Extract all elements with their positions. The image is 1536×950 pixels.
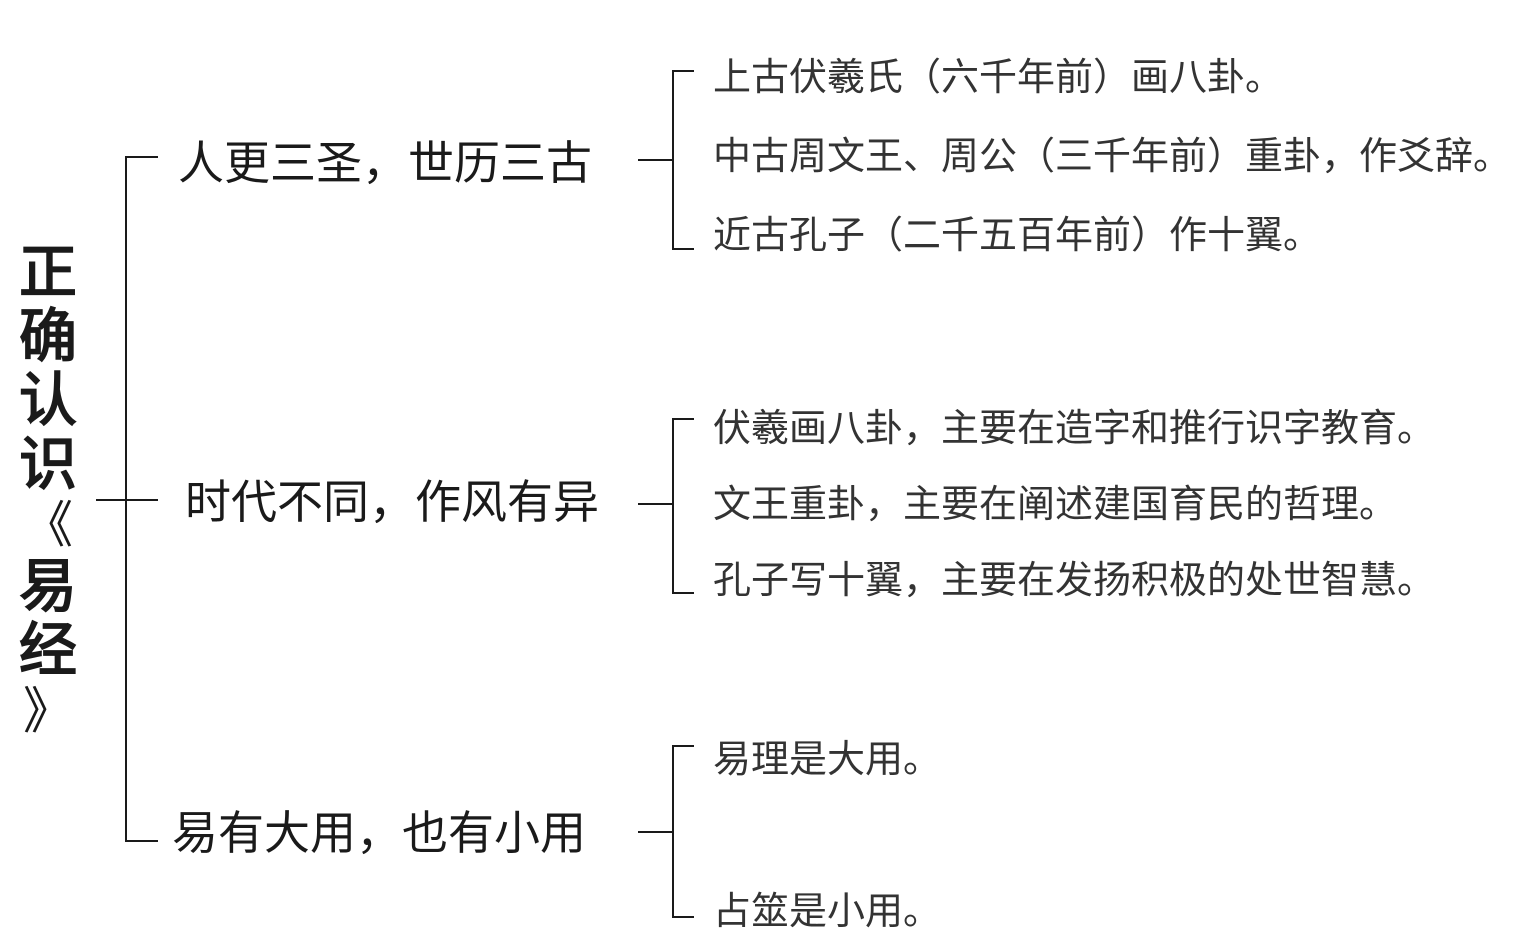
root-title-char: 正 xyxy=(18,238,77,306)
root-title-char: 经 xyxy=(18,616,77,684)
leaf-item: 易理是大用。 xyxy=(713,737,942,781)
branch-connector-line xyxy=(125,499,158,501)
branch-connector-line xyxy=(125,156,158,158)
leaf-tick xyxy=(672,418,694,420)
root-title-char: 》 xyxy=(23,682,73,740)
leaf-connector-line xyxy=(638,503,673,505)
root-title-char: 易 xyxy=(18,552,77,620)
leaf-tick xyxy=(672,70,694,72)
leaf-item: 近古孔子（二千五百年前）作十翼。 xyxy=(713,213,1322,257)
leaf-tick xyxy=(672,592,694,594)
root-title-char: 确 xyxy=(18,302,77,370)
branch-label: 人更三圣，世历三古 xyxy=(178,136,592,190)
root-title-char: 认 xyxy=(18,366,77,434)
leaf-tick xyxy=(672,248,694,250)
branch-label: 易有大用，也有小用 xyxy=(172,806,586,860)
leaf-item: 中古周文王、周公（三千年前）重卦，作爻辞。 xyxy=(713,134,1512,178)
branch-label: 时代不同，作风有异 xyxy=(185,475,599,529)
root-connector-line xyxy=(96,499,126,501)
leaf-vertical-bracket xyxy=(672,70,674,250)
leaf-tick xyxy=(672,745,694,747)
leaf-item: 文王重卦，主要在阐述建国育民的哲理。 xyxy=(713,482,1398,526)
leaf-item: 上古伏羲氏（六千年前）画八卦。 xyxy=(713,55,1284,99)
root-title-char: 识 xyxy=(18,430,77,498)
leaf-item: 伏羲画八卦，主要在造字和推行识字教育。 xyxy=(713,406,1436,450)
leaf-vertical-bracket xyxy=(672,418,674,594)
leaf-connector-line xyxy=(638,831,673,833)
leaf-vertical-bracket xyxy=(672,745,674,918)
leaf-tick xyxy=(672,916,694,918)
leaf-item: 占筮是小用。 xyxy=(713,889,942,933)
root-title: 正 确 认 识 《 易 经 》 xyxy=(12,240,84,740)
leaf-connector-line xyxy=(638,159,673,161)
leaf-item: 孔子写十翼，主要在发扬积极的处世智慧。 xyxy=(713,558,1436,602)
branch-connector-line xyxy=(125,840,158,842)
root-title-char: 《 xyxy=(23,496,73,554)
